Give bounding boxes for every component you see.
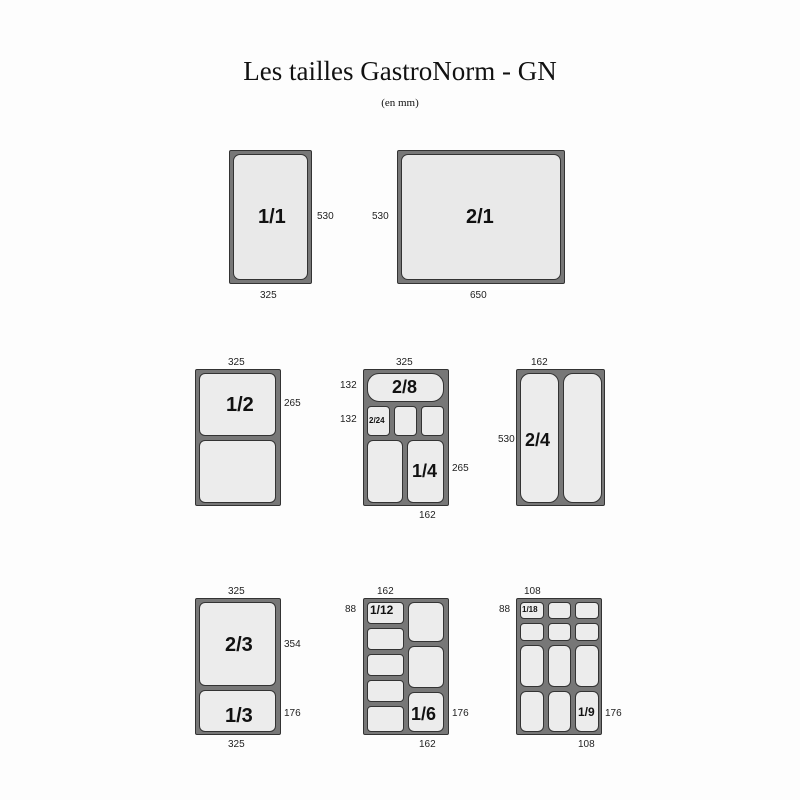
gn-1-12-pan [367,680,404,702]
gn-1-18-pan [548,602,571,619]
gn-1-18-tray [516,598,602,735]
gn-2-3-width: 325 [228,586,245,597]
gn-1-12-pan [367,602,404,624]
gn-1-12-pan [367,654,404,676]
gn-1-2-width: 325 [228,357,245,368]
gn-1-6-width: 162 [419,739,436,750]
gn-1-4-width: 162 [419,510,436,521]
gn-2-4-pan [520,373,559,503]
gn-2-24-pan [394,406,417,436]
gn-1-4-label: 1/4 [412,461,438,481]
gn-1-9-pan [575,691,599,732]
gn-1-12-label: 1/12 [370,603,394,617]
gn-2-4-length: 530 [498,434,515,445]
gn-1-9-pan [548,691,571,732]
gn-1-6-label: 1/6 [411,704,437,724]
gn-1-2-label: 1/2 [226,394,254,416]
gn-1-9-pan [548,645,571,687]
gn-2-24-label: 2/24 [369,416,385,425]
gn-1-6-pan [408,646,444,688]
gn-2-8-label: 2/8 [392,377,418,397]
gn-2-8-width: 325 [396,357,413,368]
gn-2-3-label: 2/3 [225,634,253,656]
gn-2-1-tray [397,150,565,284]
gn-1-9-width: 108 [578,739,595,750]
gn-2-8-tray [363,369,449,506]
gn-1-2-pan [199,373,276,436]
gn-2-1-width: 650 [470,290,487,301]
gn-1-1-length: 530 [317,211,334,222]
gn-1-12-width: 162 [377,586,394,597]
gn-1-12-pan [367,628,404,650]
gn-1-18-length: 88 [499,604,511,615]
page-subtitle: (en mm) [381,97,419,109]
gn-1-9-pan [520,645,544,687]
gn-2-4-label: 2/4 [525,430,551,450]
gn-1-6-pan [408,692,444,732]
gn-1-6-pan [408,602,444,642]
gn-1-18-width: 108 [524,586,541,597]
gn-1-12-tray [363,598,449,735]
gn-2-24-length: 132 [340,414,357,425]
gn-1-18-pan [548,623,571,641]
gn-1-4-pan [407,440,444,503]
gn-2-1-label: 2/1 [466,206,494,228]
gn-1-3-pan [199,690,276,732]
gn-1-3-length: 176 [284,708,301,719]
gn-1-18-pan [520,623,544,641]
gn-1-3-label: 1/3 [225,705,253,727]
gn-1-4-length: 265 [452,463,469,474]
page-title: Les tailles GastroNorm - GN [243,56,557,86]
gn-2-24-pan [367,406,390,436]
gn-1-1-label: 1/1 [258,206,286,228]
gn-1-1-pan [233,154,308,280]
gn-2-4-tray [516,369,605,506]
gn-1-2-length: 265 [284,398,301,409]
gn-1-4-pan [367,440,403,503]
gn-1-12-length: 88 [345,604,357,615]
gn-2-3-pan [199,602,276,686]
gn-1-18-pan [575,602,599,619]
gn-2-8-pan [367,373,444,402]
gn-2-3-length: 354 [284,639,301,650]
gn-1-18-pan [520,602,544,619]
gn-1-9-pan [520,691,544,732]
gn-2-1-pan [401,154,561,280]
gn-1-18-label: 1/18 [522,605,538,614]
gn-2-3-tray [195,598,281,735]
gn-2-8-length: 132 [340,380,357,391]
gn-1-2-tray [195,369,281,506]
gn-2-4-pan [563,373,602,503]
gn-1-9-length: 176 [605,708,622,719]
gn-2-24-pan [421,406,444,436]
gn-1-9-pan [575,645,599,687]
gn-1-18-pan [575,623,599,641]
gn-1-12-pan [367,706,404,732]
gn-2-4-width: 162 [531,357,548,368]
gn-2-1-length: 530 [372,211,389,222]
gn-1-9-label: 1/9 [578,705,595,719]
gn-1-2-pan [199,440,276,503]
gn-1-1-tray [229,150,312,284]
gn-1-1-width: 325 [260,290,277,301]
gn-1-3-width: 325 [228,739,245,750]
gn-1-6-length: 176 [452,708,469,719]
